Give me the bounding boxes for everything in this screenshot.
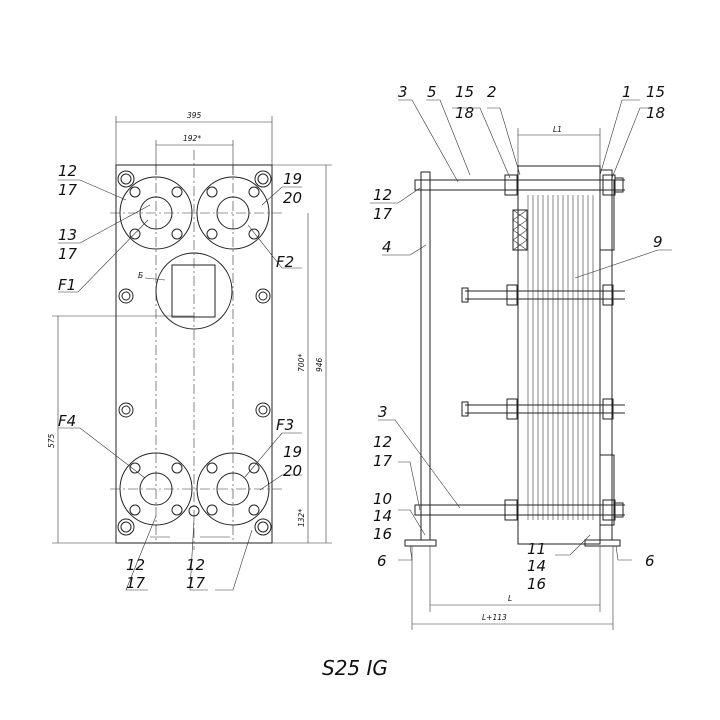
label-12e: 12 xyxy=(373,186,392,204)
label-12f: 12 xyxy=(373,433,392,451)
label-9: 9 xyxy=(653,233,663,251)
label-18b: 18 xyxy=(646,104,665,122)
label-15b: 15 xyxy=(646,83,665,101)
label-20b: 20 xyxy=(283,462,302,480)
dim-bottom-offset: 132* xyxy=(297,509,306,527)
label-17e: 17 xyxy=(373,205,393,223)
label-1: 1 xyxy=(622,83,632,101)
label-f4: F4 xyxy=(58,412,76,430)
label-17d: 17 xyxy=(186,574,206,592)
tie-rods xyxy=(415,179,625,516)
label-3b: 3 xyxy=(378,403,388,421)
port-f1 xyxy=(119,176,193,250)
dim-height-ports: 700* xyxy=(297,354,306,372)
side-view xyxy=(370,99,672,630)
plate-pack xyxy=(512,165,601,545)
label-2: 2 xyxy=(487,83,497,101)
label-19a: 19 xyxy=(283,170,302,188)
label-20a: 20 xyxy=(283,189,302,207)
label-18a: 18 xyxy=(455,104,474,122)
label-17a: 17 xyxy=(58,181,78,199)
nuts xyxy=(414,174,624,521)
label-16a: 16 xyxy=(373,525,392,543)
label-f1: F1 xyxy=(58,276,76,294)
port-f3 xyxy=(196,452,270,526)
pressure-plate-boss-top xyxy=(599,179,615,251)
label-11: 11 xyxy=(527,540,546,558)
label-13: 13 xyxy=(58,226,77,244)
label-f2: F2 xyxy=(276,253,294,271)
label-17f: 17 xyxy=(373,452,393,470)
dim-width: 395 xyxy=(187,111,202,120)
fixed-foot xyxy=(404,539,437,547)
side-leaders xyxy=(370,99,672,561)
moving-foot xyxy=(584,539,621,547)
front-leaders xyxy=(58,179,302,591)
dim-l: L xyxy=(508,594,512,603)
label-16b: 16 xyxy=(527,575,546,593)
port-f4 xyxy=(119,452,193,526)
label-12c: 12 xyxy=(126,556,145,574)
side-dimensions xyxy=(411,128,614,630)
label-17c: 17 xyxy=(126,574,146,592)
dim-height-main: 946 xyxy=(315,357,324,372)
dim-port-spacing: 192* xyxy=(183,134,201,143)
label-4: 4 xyxy=(382,238,392,256)
label-12d: 12 xyxy=(186,556,205,574)
label-6a: 6 xyxy=(377,552,387,570)
drawing-caption: S25 IG xyxy=(322,656,388,680)
label-3a: 3 xyxy=(398,83,408,101)
label-12a: 12 xyxy=(58,162,77,180)
dim-l113: L+113 xyxy=(482,613,507,622)
front-view xyxy=(52,116,332,591)
label-5: 5 xyxy=(427,83,437,101)
fixed-plate xyxy=(420,171,431,541)
label-19b: 19 xyxy=(283,443,302,461)
dim-l1: L1 xyxy=(553,125,562,134)
pressure-plate xyxy=(599,169,613,541)
detail-b-callout xyxy=(155,252,233,330)
front-dimensions xyxy=(52,116,332,544)
label-b: Б xyxy=(138,271,143,280)
label-14b: 14 xyxy=(527,557,546,575)
port-f2 xyxy=(196,176,270,250)
label-15a: 15 xyxy=(455,83,474,101)
corner-bolts xyxy=(117,170,272,536)
dim-height-left: 575 xyxy=(47,433,56,448)
label-6b: 6 xyxy=(645,552,655,570)
label-10: 10 xyxy=(373,490,392,508)
label-14a: 14 xyxy=(373,507,392,525)
label-17b: 17 xyxy=(58,245,78,263)
pressure-plate-boss-bottom xyxy=(599,454,615,526)
label-f3: F3 xyxy=(276,416,294,434)
